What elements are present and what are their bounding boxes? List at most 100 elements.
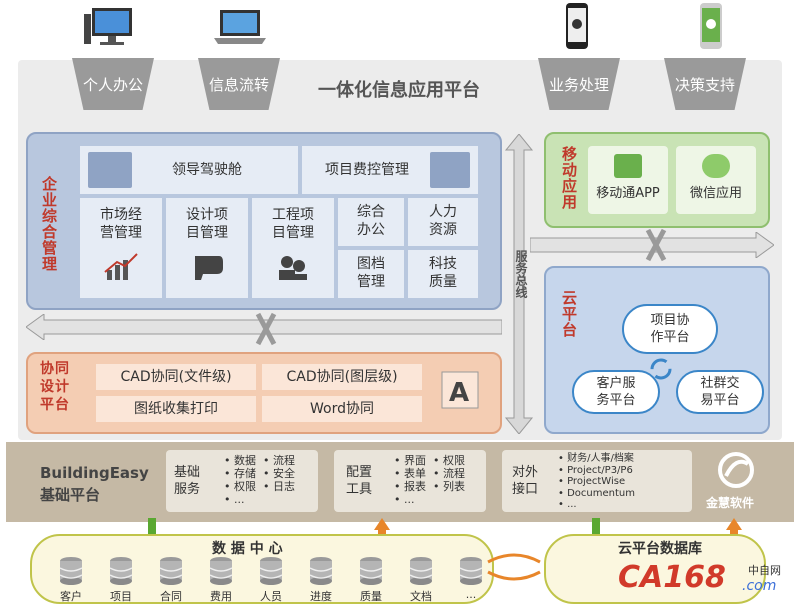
config-tools-box: 配置工具 • 界面 • 权限 • 表单 • 流程 • 报表 • 列表 • ... — [334, 450, 486, 512]
design-module: 设计项目管理 — [166, 198, 248, 298]
database-icon — [459, 557, 483, 585]
database-icon — [159, 557, 183, 585]
right-arrow — [530, 232, 774, 258]
design-icon — [195, 256, 223, 280]
engineering-label-1: 工程项 — [272, 207, 314, 223]
svc-item: 权限 — [234, 480, 256, 493]
database-label: 人员 — [260, 590, 282, 603]
base-services-title-1: 基础 — [174, 465, 201, 480]
watermark-sub: 中自网 — [748, 564, 781, 577]
ext-item: ProjectWise — [567, 476, 626, 487]
quality-module: 科技质量 — [408, 250, 478, 298]
database-label: 费用 — [210, 590, 232, 603]
cloud-label: 云平台 — [560, 290, 578, 338]
market-label-2: 营管理 — [100, 225, 142, 241]
cfg-item: 权限 — [442, 454, 465, 467]
drawing-print: 图纸收集打印 — [96, 396, 256, 422]
design-label-2: 目管理 — [186, 225, 228, 241]
brand-logo-icon — [718, 452, 754, 488]
config-title-2: 工具 — [346, 482, 373, 497]
database-label: ... — [465, 588, 477, 601]
database-icon — [409, 557, 433, 585]
community-cloud: 社群交易平台 — [676, 370, 764, 414]
watermark-suffix: .com — [742, 578, 777, 594]
cloud-db-title: 云平台数据库 — [618, 541, 702, 557]
base-title-cn: 基础平台 — [40, 486, 101, 504]
base-services-box: 基础服务 • 数据 • 流程 • 存储 • 安全 • 权限 • 日志 • ... — [166, 450, 318, 512]
engineering-module: 工程项目管理 — [252, 198, 334, 298]
mobile-app-icon — [614, 154, 642, 178]
database-icon — [359, 557, 383, 585]
wechat-icon — [702, 154, 730, 178]
design-label-1: 设计项 — [186, 207, 228, 223]
project-collab-cloud: 项目协作平台 — [622, 304, 718, 354]
service-bus-label: 服务总线 — [514, 250, 528, 298]
cad-file-collab: CAD协同(文件级) — [96, 364, 256, 390]
cad-layer-collab: CAD协同(图层级) — [262, 364, 422, 390]
svc-item: 存储 — [234, 467, 256, 480]
archive-label-2: 管理 — [357, 274, 385, 290]
platform-title: 一体化信息应用平台 — [318, 80, 480, 101]
external-title-1: 对外 — [512, 465, 539, 480]
sync-arrows-icon — [487, 553, 541, 581]
office-module: 综合办公 — [338, 198, 404, 246]
cost-control-cell: 项目费控管理 — [302, 146, 478, 194]
money-icon — [430, 152, 470, 188]
android-phone-icon — [700, 3, 722, 49]
engineering-label-2: 目管理 — [272, 225, 314, 241]
market-label-1: 市场经 — [100, 207, 142, 223]
cockpit-label: 领导驾驶舱 — [172, 162, 242, 178]
project-collab-label-2: 作平台 — [650, 330, 690, 345]
ext-item: Documentum — [567, 487, 635, 499]
cockpit-cell: 领导驾驶舱 — [80, 146, 298, 194]
cost-control-label: 项目费控管理 — [325, 162, 409, 178]
service-bus-arrow — [504, 134, 534, 434]
laptop-icon — [214, 10, 266, 44]
channel-personal-office: 个人办公 — [72, 58, 154, 110]
quality-label-2: 质量 — [429, 274, 457, 290]
cad-a-icon: A — [441, 371, 479, 409]
database-icon — [209, 557, 233, 585]
office-label-2: 办公 — [357, 222, 385, 238]
database-label: 合同 — [160, 590, 182, 603]
community-label-2: 易平台 — [700, 393, 740, 408]
cfg-item: ... — [404, 493, 415, 506]
community-label-1: 社群交 — [700, 376, 740, 391]
customer-service-label-2: 务平台 — [596, 393, 636, 408]
external-interface-box: 对外接口 • 财务/人事/档案 • Project/P3/P6 • Projec… — [502, 450, 692, 512]
svc-item: 日志 — [272, 480, 295, 493]
mobile-label: 移动应用 — [560, 146, 578, 210]
database-icon — [259, 557, 283, 585]
archive-label-1: 图档 — [357, 256, 385, 272]
channel-decision: 决策支持 — [664, 58, 746, 110]
collab-label: 协同设计平台 — [40, 361, 70, 413]
exchange-icon-right — [645, 228, 667, 262]
database-label: 文档 — [410, 590, 432, 603]
database-label: 进度 — [310, 590, 332, 603]
cfg-item: 流程 — [442, 467, 465, 480]
svg-text:A: A — [449, 378, 469, 408]
quality-label-1: 科技 — [429, 256, 457, 272]
external-title-2: 接口 — [512, 482, 539, 497]
office-label-1: 综合 — [357, 204, 385, 220]
mobile-app-cell: 移动通APP — [588, 146, 668, 214]
svc-item: 流程 — [272, 454, 295, 467]
project-collab-label-1: 项目协 — [650, 313, 690, 328]
growth-chart-icon — [104, 253, 138, 280]
cfg-item: 界面 — [404, 454, 426, 467]
wechat-label: 微信应用 — [689, 186, 742, 201]
ext-item: ... — [567, 499, 577, 510]
channel-info-flow: 信息流转 — [198, 58, 280, 110]
hr-label-1: 人力 — [429, 204, 457, 220]
database-icon — [309, 557, 333, 585]
hr-module: 人力资源 — [408, 198, 478, 246]
exchange-icon-left — [255, 312, 277, 346]
wechat-cell: 微信应用 — [676, 146, 756, 214]
database-label: 客户 — [60, 590, 82, 603]
customer-service-cloud: 客户服务平台 — [572, 370, 660, 414]
iphone-icon — [566, 3, 588, 49]
hr-label-2: 资源 — [429, 222, 457, 238]
database-icon — [109, 557, 133, 585]
ext-item: Project/P3/P6 — [567, 464, 633, 476]
cfg-item: 报表 — [404, 480, 426, 493]
